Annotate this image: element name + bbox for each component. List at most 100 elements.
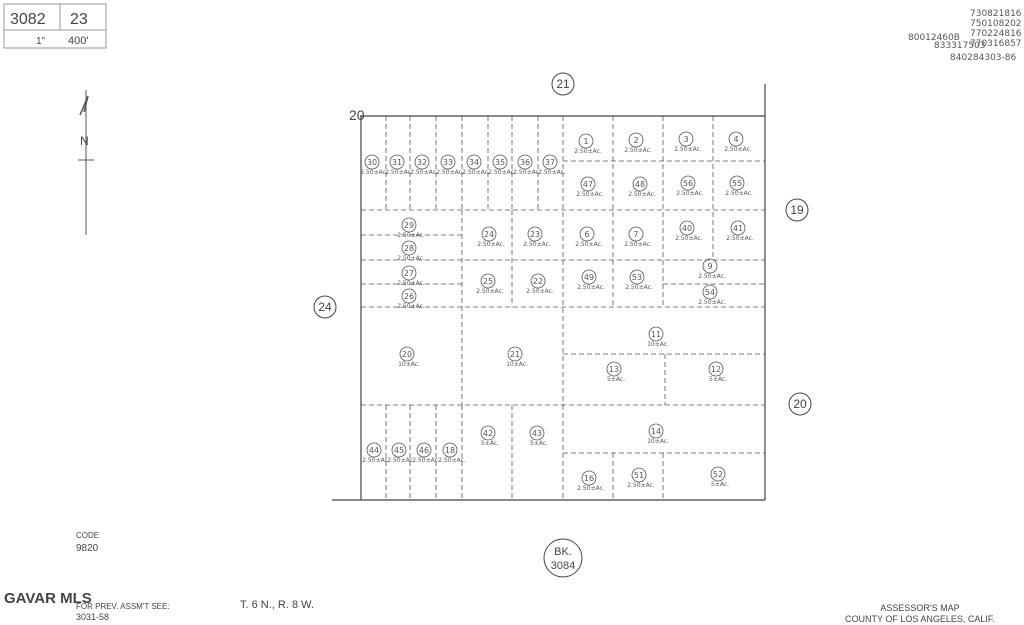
scale-label: 400' [68, 35, 88, 47]
parcel-circle [366, 442, 382, 458]
parcel-circle [680, 175, 696, 191]
revision-list: 730821816 750108202 770224816 770316857 … [908, 9, 1022, 63]
parcel-acreage: 2.50±Ac. [410, 169, 438, 176]
parcel-acreage: 10±Ac. [506, 361, 528, 368]
parcel-acreage: 2.50±Ac. [698, 299, 726, 306]
parcel-34: 342.50±Ac. [462, 154, 490, 176]
book-ref-number: 3084 [551, 560, 575, 572]
parcel-55: 552.50±Ac. [725, 175, 753, 197]
parcel-number: 16 [584, 474, 594, 483]
parcel-circle [581, 470, 597, 486]
assessor-county: COUNTY OF LOS ANGELES, CALIF. [845, 614, 995, 624]
parcel-51: 512.50±Ac. [627, 467, 655, 489]
parcel-number: 9 [707, 262, 712, 271]
parcel-circle [606, 361, 622, 377]
revision-number: 770224816 [970, 29, 1022, 39]
parcel-number: 25 [483, 277, 493, 286]
parcel-22: 222.50±Ac. [526, 273, 554, 295]
parcel-circle [710, 466, 726, 482]
parcel-number: 20 [402, 350, 412, 359]
parcel-acreage: 2.50±Ac. [476, 288, 504, 295]
parcel-9: 9 2.50±Ac. [698, 258, 726, 280]
parcel-number: 29 [404, 221, 414, 230]
parcel-circle [492, 154, 508, 170]
book-ref-label: BK. [554, 546, 572, 558]
section-boundary [332, 84, 766, 501]
parcel-circle [480, 425, 496, 441]
parcel-acreage: 2.50±Ac. [577, 284, 605, 291]
parcel-number: 26 [404, 292, 414, 301]
book-reference: BK. 3084 [543, 538, 583, 578]
parcel-21: 21 10±Ac. [506, 346, 528, 368]
parcel-acreage: 2.50±Ac. [577, 485, 605, 492]
book-number: 3082 [10, 11, 46, 28]
parcel-acreage: 2.50±Ac. [676, 190, 704, 197]
section-markers: 21 19 24 20 20 [313, 72, 812, 416]
parcel-44: 442.50±Ac. [362, 442, 390, 464]
parcel-49: 492.50±Ac. [577, 269, 605, 291]
parcel-acreage: 2.50±Ac. [385, 169, 413, 176]
parcel-acreage: 2.50±Ac. [462, 169, 490, 176]
parcel-43: 435±Ac. [529, 425, 548, 447]
parcel-28: 282.50±Ac. [397, 240, 425, 262]
parcel-labels: 302.50±Ac.312.50±Ac.322.50±Ac.332.50±Ac.… [360, 131, 754, 492]
parcel-circle [414, 154, 430, 170]
parcel-46: 46 2.50±Ac. [412, 442, 440, 464]
parcel-number: 46 [419, 446, 429, 455]
parcel-52: 525±Ac. [710, 466, 729, 488]
section-marker-right-upper: 19 [785, 198, 809, 222]
parcel-acreage: 2.50±Ac. [523, 241, 551, 248]
parcel-circle [579, 226, 595, 242]
parcel-42: 425±Ac. [480, 425, 499, 447]
page-number: 23 [70, 11, 88, 28]
parcel-number: 32 [417, 158, 427, 167]
parcel-acreage: 2.50±Ac. [625, 284, 653, 291]
parcel-circle [401, 265, 417, 281]
parcel-acreage: 2.50±Ac. [675, 235, 703, 242]
parcel-acreage: 2.50±Ac. [724, 146, 752, 153]
parcel-number: 23 [530, 230, 540, 239]
parcel-circle [517, 154, 533, 170]
parcel-number: 13 [609, 365, 619, 374]
parcel-6: 62.50±Ac. [575, 226, 603, 248]
parcel-number: 31 [392, 158, 402, 167]
parcel-24: 242.50±Ac. [477, 226, 505, 248]
parcel-acreage: 2.50±Ac. [397, 232, 425, 239]
parcel-circle [628, 226, 644, 242]
parcel-27: 272.50±Ac. [397, 265, 425, 287]
parcel-acreage: 2.50±Ac. [488, 169, 516, 176]
code-value: 9820 [76, 543, 99, 554]
parcel-acreage: 2.50±Ac. [726, 235, 754, 242]
north-arrow-icon: N [78, 90, 94, 235]
parcel-circle [481, 226, 497, 242]
parcel-circle [480, 273, 496, 289]
parcel-acreage: 2.50±Ac. [397, 303, 425, 310]
parcel-circle [629, 269, 645, 285]
parcel-25: 25 2.50±Ac. [476, 273, 504, 295]
parcel-circle [442, 442, 458, 458]
parcel-number: 21 [510, 350, 520, 359]
parcel-acreage: 2.50±Ac. [412, 457, 440, 464]
parcel-circle [364, 154, 380, 170]
section-corner-number: 20 [349, 107, 365, 123]
svg-text:21: 21 [556, 77, 570, 91]
parcel-acreage: 2.50±Ac. [526, 288, 554, 295]
parcel-31: 31 2.50±Ac. [385, 154, 413, 176]
svg-text:20: 20 [793, 397, 807, 411]
parcel-circle [580, 176, 596, 192]
parcel-acreage: 10±Ac. [647, 341, 669, 348]
parcel-acreage: 2.50±Ac. [360, 169, 388, 176]
parcel-acreage: 2.50±Ac. [574, 148, 602, 155]
revision-number: 770316857 [970, 39, 1022, 49]
prev-assessment-label: FOR PREV. ASSM'T SEE: [76, 602, 170, 611]
revision-number: 750108202 [970, 19, 1022, 29]
parcel-acreage: 2.50±Ac. [436, 169, 464, 176]
parcel-number: 47 [583, 180, 593, 189]
parcel-number: 28 [404, 244, 414, 253]
parcel-number: 53 [632, 273, 642, 282]
parcel-acreage: 2.50±Ac. [698, 273, 726, 280]
parcel-circle [401, 217, 417, 233]
parcel-circle [679, 220, 695, 236]
